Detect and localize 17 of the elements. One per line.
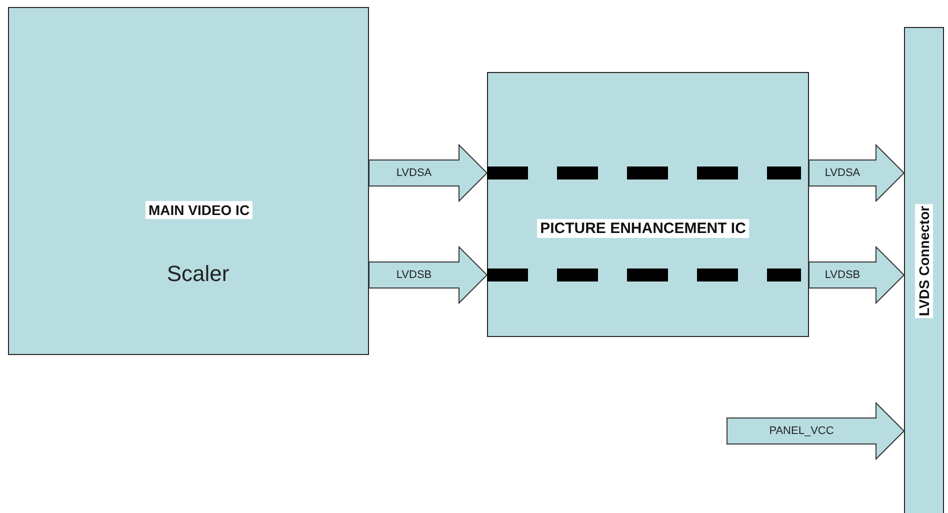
connector-block xyxy=(904,27,944,513)
connector-title: LVDS Connector xyxy=(915,204,933,318)
chip-title: PICTURE ENHANCEMENT IC xyxy=(537,219,749,238)
block-arrow xyxy=(808,144,905,202)
edge-label: LVDSA xyxy=(824,167,860,179)
block-arrow xyxy=(808,246,905,304)
chip-title: MAIN VIDEO IC xyxy=(145,201,253,219)
block-arrow xyxy=(368,246,488,304)
block-arrow xyxy=(726,402,905,460)
chip-block xyxy=(487,72,809,337)
chip-subtitle: Scaler xyxy=(166,261,230,287)
chip-block xyxy=(8,7,369,355)
edge-label: LVDSA xyxy=(396,167,432,179)
edge-label: LVDSB xyxy=(396,269,432,281)
edge-label: LVDSB xyxy=(824,269,860,281)
edge-label: PANEL_VCC xyxy=(769,425,834,437)
block-arrow xyxy=(368,144,488,202)
